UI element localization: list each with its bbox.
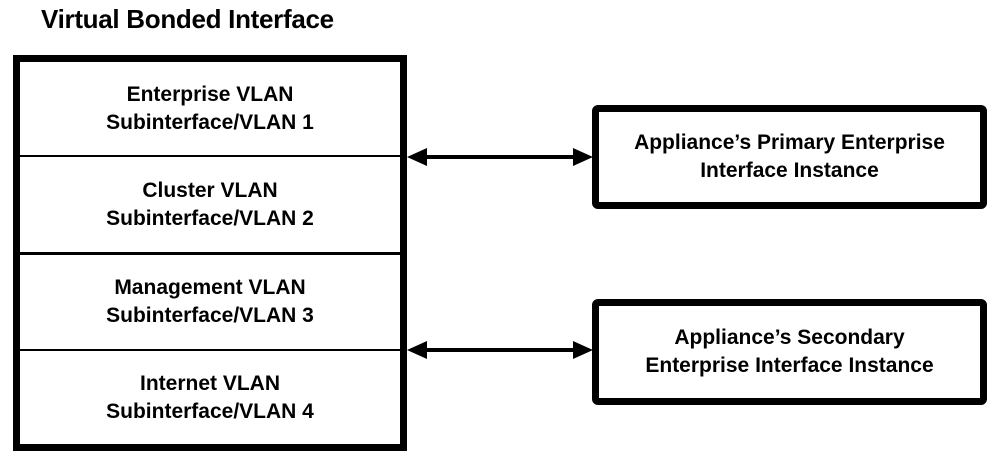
appliance-label-line2: Enterprise Interface Instance xyxy=(645,354,934,377)
virtual-bonded-interface-box: Enterprise VLAN Subinterface/VLAN 1 Clus… xyxy=(13,55,407,451)
diagram-title: Virtual Bonded Interface xyxy=(41,4,334,34)
vlan-name: Enterprise VLAN xyxy=(126,82,294,106)
appliance-label-line1: Appliance’s Primary Enterprise xyxy=(634,131,945,155)
vlan-row-internet: Internet VLAN Subinterface/VLAN 4 xyxy=(20,351,400,444)
vlan-row-management: Management VLAN Subinterface/VLAN 3 xyxy=(20,255,400,351)
vlan-subinterface: Subinterface/VLAN 3 xyxy=(106,304,314,327)
vlan-subinterface: Subinterface/VLAN 1 xyxy=(106,110,314,134)
appliance-secondary-interface-box: Appliance’s Secondary Enterprise Interfa… xyxy=(592,299,987,405)
vlan-subinterface: Subinterface/VLAN 4 xyxy=(106,399,314,423)
appliance-label-line1: Appliance’s Secondary xyxy=(674,326,905,350)
bidirectional-arrow-secondary xyxy=(406,337,594,363)
vlan-subinterface: Subinterface/VLAN 2 xyxy=(106,206,314,230)
appliance-primary-interface-box: Appliance’s Primary Enterprise Interface… xyxy=(592,105,987,209)
vlan-row-enterprise: Enterprise VLAN Subinterface/VLAN 1 xyxy=(20,62,400,157)
vlan-name: Internet VLAN xyxy=(139,371,280,395)
vlan-row-cluster: Cluster VLAN Subinterface/VLAN 2 xyxy=(20,157,400,255)
appliance-label-line2: Interface Instance xyxy=(700,159,879,182)
bidirectional-arrow-primary xyxy=(406,144,594,170)
vlan-name: Cluster VLAN xyxy=(142,178,278,202)
vlan-name: Management VLAN xyxy=(114,276,306,300)
